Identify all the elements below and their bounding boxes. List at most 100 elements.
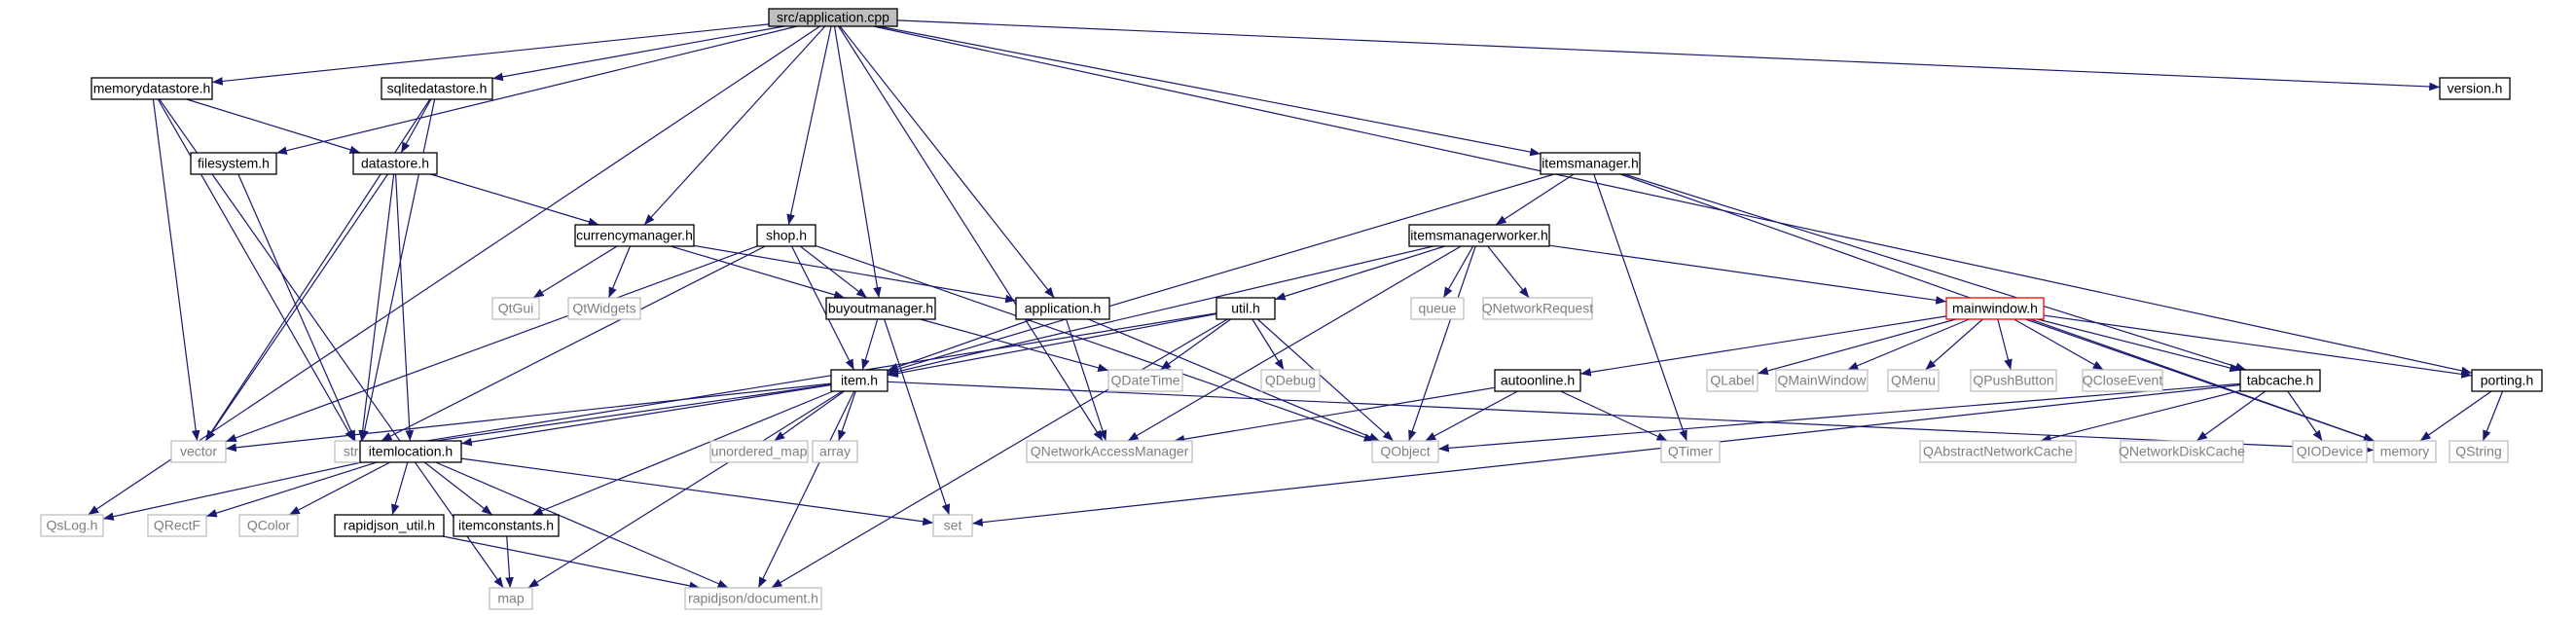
- edge-itemconstants_h-to-map: [505, 535, 514, 589]
- edge-item_h-to-array: [838, 390, 856, 442]
- node-box: [40, 514, 104, 537]
- node-itemsmanagerworker-h[interactable]: itemsmanagerworker.h: [1408, 224, 1550, 247]
- node-QNetworkAccessManager: QNetworkAccessManager: [1026, 440, 1193, 463]
- edge-buyoutmanager_h-to-item_h: [861, 318, 879, 371]
- edge-itemsmanager_h-to-tabcache_h: [1623, 173, 2247, 371]
- node-box: [1494, 369, 1581, 392]
- node-label: itemsmanagerworker.h: [1410, 228, 1548, 243]
- node-label: QDebug: [1265, 373, 1316, 388]
- node-QString: QString: [2449, 440, 2509, 463]
- node-box: [1215, 297, 1276, 320]
- node-datastore-h[interactable]: datastore.h: [352, 152, 438, 175]
- node-box: [756, 224, 816, 247]
- edge-util_h-to-QObject: [1256, 318, 1395, 442]
- node-box: [1775, 369, 1869, 392]
- edge-itemlocation_h-to-QColor: [288, 461, 391, 516]
- node-box: [709, 440, 809, 463]
- node-rapidjson-util-h[interactable]: rapidjson_util.h: [334, 514, 445, 537]
- edge-datastore_h-to-currencymanager_h: [430, 173, 599, 227]
- edge-application_cpp-to-sqlitedatastore_h: [491, 25, 784, 82]
- node-box: [489, 587, 533, 610]
- edge-itemsmanagerworker_h-to-QNetworkRequest: [1487, 245, 1530, 299]
- node-box: [574, 224, 695, 247]
- edge-itemsmanager_h-to-item_h: [887, 173, 1555, 374]
- node-currencymanager-h[interactable]: currencymanager.h: [574, 224, 695, 247]
- edge-itemsmanagerworker_h-to-QObject: [1408, 245, 1476, 442]
- node-box: [2373, 440, 2437, 463]
- node-label: porting.h: [2481, 373, 2533, 388]
- node-item-h[interactable]: item.h: [830, 369, 889, 392]
- node-autoonline-h[interactable]: autoonline.h: [1494, 369, 1581, 392]
- node-itemlocation-h[interactable]: itemlocation.h: [359, 440, 462, 463]
- node-label: vector: [180, 444, 217, 459]
- node-filesystem-h[interactable]: filesystem.h: [190, 152, 277, 175]
- edge-item_h-to-itemconstants_h: [531, 390, 834, 516]
- node-QColor: QColor: [238, 514, 299, 537]
- node-sqlitedatastore-h[interactable]: sqlitedatastore.h: [381, 77, 493, 100]
- edge-itemsmanager_h-to-itemsmanagerworker_h: [1495, 173, 1575, 226]
- edge-shop_h-to-vector: [225, 245, 758, 443]
- node-box: [825, 297, 936, 320]
- edge-tabcache_h-to-QIODevice: [2287, 390, 2323, 442]
- edge-application_cpp-to-currencymanager_h: [643, 25, 826, 226]
- node-label: filesystem.h: [198, 156, 270, 171]
- edge-mainwindow_h-to-porting_h: [2043, 314, 2473, 379]
- node-QRectF: QRectF: [147, 514, 207, 537]
- node-itemconstants-h[interactable]: itemconstants.h: [453, 514, 560, 537]
- node-box: [684, 587, 822, 610]
- node-QPushButton: QPushButton: [1970, 369, 2057, 392]
- node-application-h[interactable]: application.h: [1015, 297, 1110, 320]
- node-tabcache-h[interactable]: tabcache.h: [2239, 369, 2321, 392]
- edge-sqlitedatastore_h-to-vector: [204, 98, 431, 442]
- node-box: [238, 514, 299, 537]
- edge-application_cpp-to-application_h: [839, 25, 1055, 299]
- node-box: [91, 77, 213, 100]
- edge-itemlocation_h-to-rapidjson_document_h: [435, 461, 729, 589]
- edge-mainwindow_h-to-QLabel: [1757, 318, 1957, 376]
- node-label: itemlocation.h: [369, 444, 453, 459]
- node-mainwindow-h[interactable]: mainwindow.h: [1945, 297, 2045, 320]
- edge-application_cpp-to-buyoutmanager_h: [833, 25, 882, 299]
- edge-application_cpp-to-QNetworkAccessManager: [838, 25, 1104, 442]
- node-itemsmanager-h[interactable]: itemsmanager.h: [1540, 152, 1641, 175]
- node-label: rapidjson_util.h: [344, 518, 435, 533]
- node-version-h[interactable]: version.h: [2439, 77, 2511, 100]
- node-QIODevice: QIODevice: [2292, 440, 2368, 463]
- edge-application_cpp-to-version_h: [896, 19, 2441, 91]
- edge-item_h-to-string: [384, 383, 832, 452]
- edge-datastore_h-to-itemlocation_h: [394, 173, 415, 442]
- node-label: itemconstants.h: [458, 518, 554, 533]
- node-buyoutmanager-h[interactable]: buyoutmanager.h: [825, 297, 936, 320]
- node-label: QtGui: [498, 301, 534, 316]
- node-memory: memory: [2373, 440, 2437, 463]
- node-shop-h[interactable]: shop.h: [756, 224, 816, 247]
- node-QsLog-h: QsLog.h: [40, 514, 104, 537]
- node-box: [1887, 369, 1940, 392]
- node-box: [359, 440, 462, 463]
- node-box: [1410, 297, 1465, 320]
- node-application-cpp[interactable]: src/application.cpp: [768, 8, 898, 27]
- node-util-h[interactable]: util.h: [1215, 297, 1276, 320]
- edge-shop_h-to-QObject: [815, 244, 1375, 442]
- edge-mainwindow_h-to-QCloseEvent: [2014, 318, 2104, 371]
- node-memorydatastore-h[interactable]: memorydatastore.h: [91, 77, 213, 100]
- edge-itemlocation_h-to-itemconstants_h: [423, 461, 493, 516]
- node-box: [334, 514, 445, 537]
- node-label: tabcache.h: [2247, 373, 2314, 388]
- edge-tabcache_h-to-QAbstractNetworkCache: [2040, 389, 2241, 443]
- node-porting-h[interactable]: porting.h: [2471, 369, 2543, 392]
- node-box: [768, 8, 898, 27]
- node-box: [1540, 152, 1641, 175]
- node-rapidjson-document-h: rapidjson/document.h: [684, 587, 822, 610]
- edge-currencymanager_h-to-QtGui: [532, 245, 618, 299]
- node-box: [453, 514, 560, 537]
- node-label: QPushButton: [1973, 373, 2053, 388]
- edge-util_h-to-QDebug: [1252, 318, 1285, 371]
- edge-itemsmanagerworker_h-to-item_h: [887, 245, 1434, 376]
- edge-mainwindow_h-to-tabcache_h: [2037, 318, 2241, 373]
- node-label: QNetworkAccessManager: [1031, 444, 1189, 459]
- node-box: [830, 369, 889, 392]
- node-unordered-map: unordered_map: [709, 440, 809, 463]
- node-box: [2292, 440, 2368, 463]
